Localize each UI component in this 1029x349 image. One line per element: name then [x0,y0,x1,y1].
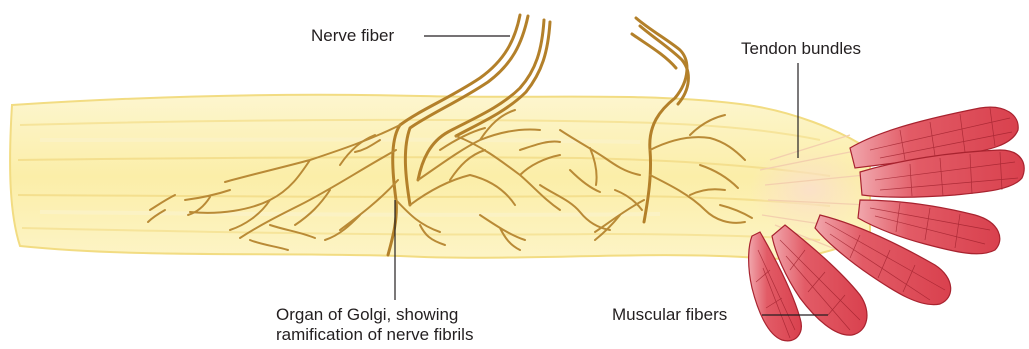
label-muscular-fibers: Muscular fibers [612,305,727,325]
label-organ-of-golgi-line2: ramification of nerve fibrils [276,325,473,345]
label-nerve-fiber: Nerve fiber [311,26,394,46]
tendon-body [10,95,870,259]
label-organ-of-golgi-line1: Organ of Golgi, showing [276,305,473,325]
label-tendon-bundles: Tendon bundles [741,39,861,59]
label-organ-of-golgi: Organ of Golgi, showing ramification of … [276,305,473,345]
